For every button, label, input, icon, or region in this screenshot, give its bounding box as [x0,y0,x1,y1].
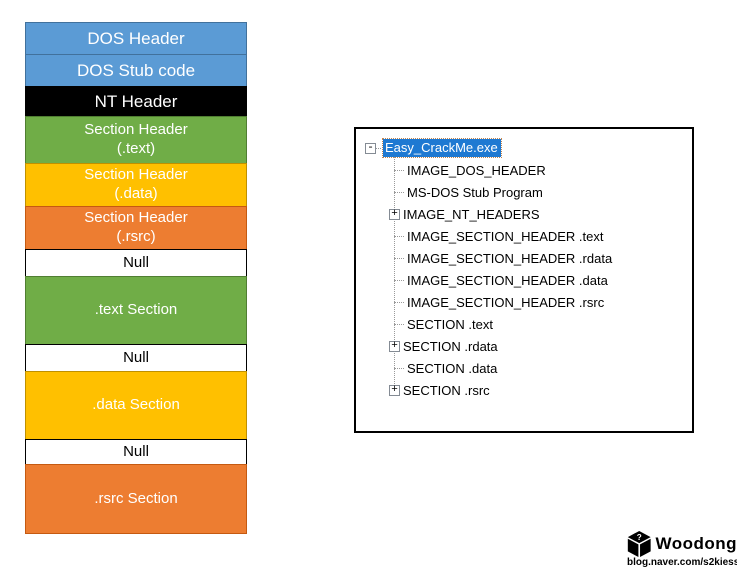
expand-icon[interactable]: + [389,340,400,352]
tree-item-label[interactable]: SECTION .text [407,316,493,332]
block-data-section: .data Section [25,371,247,440]
watermark-url: blog.naver.com/s2kiess [627,557,737,568]
tree-item-label[interactable]: IMAGE_DOS_HEADER [407,162,546,178]
tree-item-label[interactable]: IMAGE_NT_HEADERS [403,206,540,222]
tree-item-label[interactable]: SECTION .data [407,360,498,376]
tree-item-msdos-stub-program[interactable]: MS-DOS Stub Program [356,181,692,203]
block-sublabel: (.text) [116,140,156,157]
tree-item-section-data[interactable]: SECTION .data [356,357,692,379]
tree-item-label[interactable]: IMAGE_SECTION_HEADER .rdata [407,250,613,266]
block-label: DOS Header [87,28,185,48]
tree-item-section-rsrc[interactable]: + SECTION .rsrc [356,379,692,401]
block-null-1: Null [25,249,247,277]
tree-stub [376,147,381,149]
block-label: .text Section [94,301,178,319]
tree-item-section-header-text[interactable]: IMAGE_SECTION_HEADER .text [356,225,692,247]
block-sublabel: (.data) [114,185,158,202]
tree-item-label[interactable]: MS-DOS Stub Program [407,184,543,200]
tree-item-section-header-rdata[interactable]: IMAGE_SECTION_HEADER .rdata [356,247,692,269]
block-rsrc-section: .rsrc Section [25,464,247,534]
tree-item-section-header-rsrc[interactable]: IMAGE_SECTION_HEADER .rsrc [356,291,692,313]
block-nt-header: NT Header [25,86,247,117]
block-sublabel: (.rsrc) [116,228,156,245]
tree-stub [394,323,404,325]
watermark: ? Woodong blog.naver.com/s2kiess [627,530,737,568]
block-section-header-text: Section Header (.text) [25,116,247,164]
watermark-name: Woodong [655,534,737,553]
block-section-header-rsrc: Section Header (.rsrc) [25,206,247,250]
block-label: .rsrc Section [94,489,178,507]
block-label: Section Header [84,209,188,227]
block-null-2: Null [25,344,247,372]
tree-item-section-text[interactable]: SECTION .text [356,313,692,335]
tree-item-label[interactable]: SECTION .rsrc [403,382,490,398]
tree-stub [394,367,404,369]
tree-stub [394,279,404,281]
question-mark-glyph: ? [637,533,642,542]
block-label: Null [123,253,149,271]
tree-connector-line [394,151,395,390]
tree-item-root[interactable]: - Easy_CrackMe.exe [356,137,692,159]
tree-item-image-dos-header[interactable]: IMAGE_DOS_HEADER [356,159,692,181]
tree-stub [394,301,404,303]
tree-item-section-header-data[interactable]: IMAGE_SECTION_HEADER .data [356,269,692,291]
tree-item-label[interactable]: IMAGE_SECTION_HEADER .text [407,228,604,244]
watermark-top: ? Woodong [627,530,737,558]
block-label: DOS Stub code [76,60,196,80]
block-label: Section Header [84,121,188,139]
tree-item-label[interactable]: IMAGE_SECTION_HEADER .rsrc [407,294,605,310]
block-label: Section Header [84,166,188,184]
tree-item-label[interactable]: SECTION .rdata [403,338,498,354]
block-dos-header: DOS Header [25,22,247,55]
cube-logo-icon: ? [627,530,651,558]
collapse-icon[interactable]: - [365,142,376,154]
pe-tree-panel: - Easy_CrackMe.exe IMAGE_DOS_HEADER MS-D… [354,127,694,433]
expand-icon[interactable]: + [389,208,400,220]
block-null-3: Null [25,439,247,465]
tree-item-label[interactable]: IMAGE_SECTION_HEADER .data [407,272,608,288]
pe-structure-diagram: DOS Header DOS Stub code NT Header Secti… [25,22,247,534]
tree-stub [394,235,404,237]
block-label: NT Header [94,91,178,111]
tree-stub [394,257,404,259]
block-section-header-data: Section Header (.data) [25,163,247,207]
tree-stub [394,191,404,193]
block-text-section: .text Section [25,276,247,345]
tree-item-image-nt-headers[interactable]: + IMAGE_NT_HEADERS [356,203,692,225]
tree-item-section-rdata[interactable]: + SECTION .rdata [356,335,692,357]
block-label: Null [123,348,149,366]
block-dos-stub-code: DOS Stub code [25,54,247,87]
block-label: .data Section [92,396,180,414]
block-label: Null [123,442,149,460]
tree-item-label[interactable]: Easy_CrackMe.exe [382,138,502,158]
tree-stub [394,169,404,171]
expand-icon[interactable]: + [389,384,400,396]
